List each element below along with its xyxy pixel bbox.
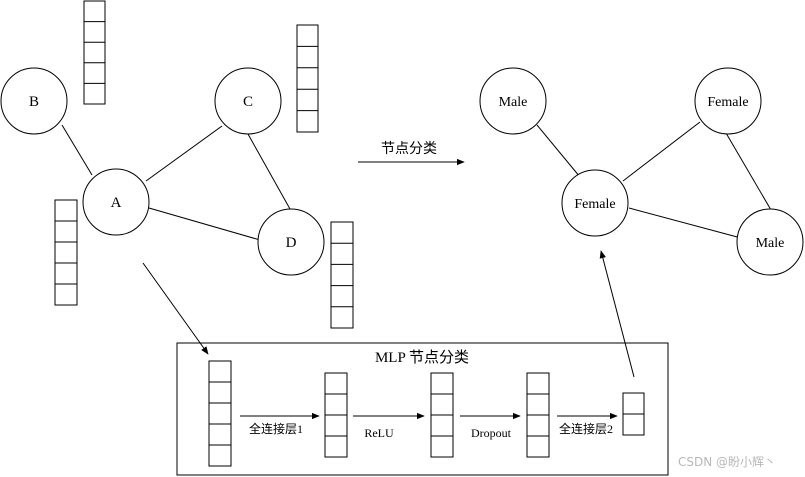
feature-vector-a [54, 199, 78, 306]
feature-vector-c [296, 24, 319, 133]
node-d: D [257, 208, 325, 276]
node-out-top-left-label: Male [499, 95, 528, 110]
mlp-step-4-label: 全连接层2 [559, 421, 613, 436]
mlp-vector-2 [430, 372, 454, 458]
arrow-mlp-to-output [599, 250, 635, 378]
node-c-label: C [243, 94, 253, 110]
edge-a-d [148, 207, 261, 241]
edge-out-center-male2 [628, 207, 742, 239]
node-c: C [214, 67, 282, 135]
mlp-vector-input [208, 360, 232, 467]
node-out-top-right-label: Female [707, 95, 748, 110]
node-out-center-label: Female [574, 197, 615, 212]
node-b-label: B [29, 94, 39, 110]
arrow-node-to-mlp [142, 262, 209, 355]
node-out-top-right: Female [694, 67, 762, 135]
mlp-vector-output [622, 392, 645, 436]
classification-arrow: 节点分类 [358, 141, 465, 166]
edge-out-female-male2 [725, 132, 772, 211]
mlp-step-3-label: Dropout [471, 426, 512, 440]
mlp-vector-1 [324, 372, 348, 458]
node-out-top-left: Male [479, 67, 547, 135]
node-a: A [82, 168, 150, 236]
input-graph: B C A D [0, 0, 354, 329]
feature-vector-b [83, 0, 106, 105]
mlp-step-2-label: ReLU [364, 426, 394, 440]
output-graph: Male Female Female Male [479, 67, 804, 276]
feature-vector-d [330, 221, 354, 329]
edge-a-c [145, 125, 223, 182]
classification-arrow-label: 节点分类 [381, 141, 437, 157]
csdn-watermark: CSDN @盼小辉丶 [678, 455, 777, 469]
mlp-title: MLP 节点分类 [375, 349, 469, 366]
node-b: B [0, 67, 68, 135]
edge-out-female-center [622, 121, 701, 182]
edge-c-d [247, 133, 291, 210]
mlp-step-1-label: 全连接层1 [249, 421, 303, 436]
edge-a-b [61, 124, 93, 176]
mlp-box: MLP 节点分类 全连接层1 ReLU Dropout [176, 342, 669, 476]
node-out-bottom-right: Male [736, 208, 804, 276]
node-out-bottom-right-label: Male [756, 236, 785, 251]
edge-out-male-center [536, 124, 581, 178]
node-d-label: D [286, 235, 297, 251]
node-a-label: A [111, 195, 122, 211]
mlp-vector-3 [526, 372, 550, 458]
node-out-center: Female [561, 169, 629, 237]
